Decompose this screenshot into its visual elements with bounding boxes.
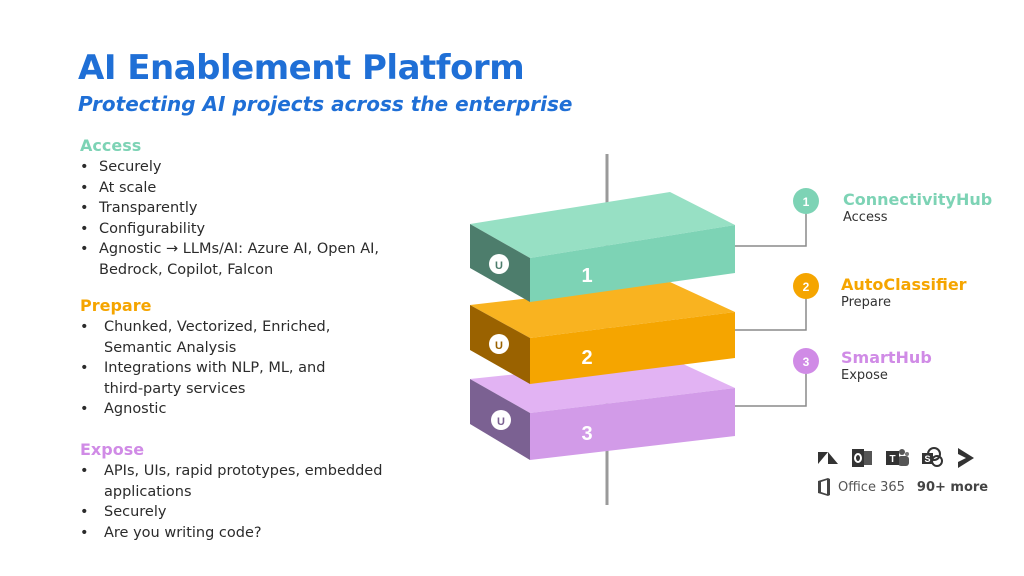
logo-glyph: U [495, 260, 503, 272]
badge-1-number: 1 [803, 195, 810, 209]
badge-3 [793, 348, 819, 374]
logo-glyph: U [497, 416, 505, 428]
prepare-list: Chunked, Vectorized, Enriched, Semantic … [80, 317, 440, 420]
list-item: Configurability [80, 219, 440, 240]
logo-icon [491, 410, 511, 430]
badge-1 [793, 188, 819, 214]
connector-1 [735, 212, 807, 247]
integrations-footer: Office 365 90+ more [816, 478, 988, 496]
list-item-continuation: Bedrock, Copilot, Falcon [99, 261, 274, 278]
access-heading: Access [80, 136, 142, 155]
layer-2-top [470, 282, 735, 338]
layer-1: U 1 [470, 192, 735, 302]
list-item: Securely [80, 157, 440, 178]
layer-2: U 2 [470, 282, 735, 384]
layer-2-label: AutoClassifier Prepare [841, 275, 967, 310]
list-item: Agnostic [80, 399, 440, 420]
layer-3-sub: Expose [841, 368, 888, 383]
layer-2-sub: Prepare [841, 295, 891, 310]
badge-2-number: 2 [803, 280, 810, 294]
badge-3-number: 3 [803, 355, 810, 369]
layer-3-front [530, 388, 735, 460]
list-item: Transparently [80, 198, 440, 219]
layer-1-label: ConnectivityHub Access [843, 190, 992, 225]
layer-1-top [470, 192, 735, 258]
list-item-continuation: third-party services [104, 380, 246, 397]
layer-3-top [470, 358, 735, 413]
expose-list: APIs, UIs, rapid prototypes, embedded ap… [80, 461, 440, 543]
layer-1-front [530, 225, 735, 302]
dynamics-icon [958, 448, 974, 468]
page-title: AI Enablement Platform [78, 48, 525, 88]
layer-1-sub: Access [843, 210, 888, 225]
expose-heading: Expose [80, 440, 145, 459]
sharepoint-icon: S [922, 447, 943, 467]
list-item: Integrations with NLP, ML, and [80, 358, 440, 379]
badge-2 [793, 273, 819, 299]
zendesk-icon [818, 452, 838, 464]
layer-3-label: SmartHub Expose [841, 348, 932, 383]
access-list: Securely At scale Transparently Configur… [80, 157, 440, 280]
page-subtitle: Protecting AI projects across the enterp… [78, 92, 573, 116]
svg-text:T: T [889, 454, 895, 465]
more-integrations-label: 90+ more [916, 479, 989, 495]
list-item: APIs, UIs, rapid prototypes, embedded [80, 461, 440, 482]
layer-2-name: AutoClassifier [841, 275, 967, 294]
office365-icon [818, 478, 830, 496]
layer-3: U 3 [470, 358, 735, 460]
prepare-section: Prepare Chunked, Vectorized, Enriched, S… [80, 296, 440, 420]
list-item: At scale [80, 178, 440, 199]
layer-3-name: SmartHub [841, 348, 932, 367]
svg-text:S: S [924, 454, 930, 464]
list-item-continuation: applications [104, 483, 192, 500]
layer-2-number: 2 [581, 347, 592, 369]
list-item-continuation: Semantic Analysis [104, 339, 237, 356]
list-item: Chunked, Vectorized, Enriched, [80, 317, 440, 338]
connector-2 [735, 297, 807, 331]
logo-icon [489, 254, 509, 274]
teams-icon: T [886, 449, 909, 466]
office365-label: Office 365 [838, 479, 905, 495]
layer-2-front [530, 312, 735, 384]
layer-1-name: ConnectivityHub [843, 190, 993, 209]
expose-section: Expose APIs, UIs, rapid prototypes, embe… [80, 440, 440, 543]
access-section: Access Securely At scale Transparently C… [80, 136, 440, 280]
outlook-icon [852, 449, 872, 467]
list-item: Are you writing code? [80, 523, 440, 544]
layer-3-number: 3 [581, 423, 592, 445]
logo-glyph: U [495, 340, 503, 352]
logo-icon [489, 334, 509, 354]
connector-3 [735, 373, 807, 407]
layer-1-number: 1 [581, 265, 592, 287]
prepare-heading: Prepare [80, 296, 152, 315]
list-item: Securely [80, 502, 440, 523]
integration-icons: T S [816, 446, 976, 470]
list-item: Agnostic → LLMs/AI: Azure AI, Open AI, [80, 239, 440, 260]
